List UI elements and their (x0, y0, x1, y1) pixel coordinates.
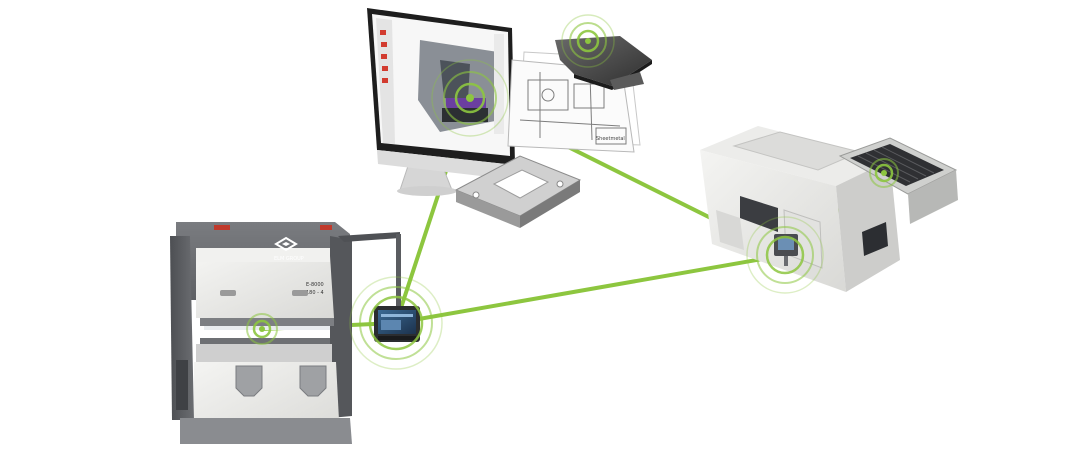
drawing-title-block: Sheetmetal (596, 136, 625, 142)
controller-pole (396, 234, 401, 306)
tray-hole (557, 181, 563, 187)
press-slot (292, 290, 308, 296)
laser-console-screen (778, 238, 794, 250)
press-model-line1: E-8000 (306, 282, 324, 288)
tray-hole (473, 192, 479, 198)
press-side-cabinet (176, 360, 188, 410)
press-brake: ELM GROUP E-8000 180 - 4 (170, 222, 401, 444)
link-controller-to-laser (396, 255, 785, 323)
press-lower-bed (196, 344, 332, 362)
press-support-arm-left (236, 366, 262, 396)
signal-rings-monitor (432, 60, 508, 136)
press-floor-shadow (180, 418, 352, 444)
monitor-base (397, 186, 457, 196)
press-red-accent (320, 225, 332, 230)
press-logo-text: ELM GROUP (274, 256, 304, 262)
press-red-accent (214, 225, 230, 230)
controller-keys (378, 336, 416, 340)
controller-ui-bar (381, 314, 413, 317)
press-support-arm-right (300, 366, 326, 396)
signal-rings-part (562, 15, 614, 67)
desktop-monitor (367, 8, 515, 196)
press-controller (374, 306, 420, 342)
press-light-strip (204, 326, 330, 330)
laser-cutting-machine (700, 126, 958, 292)
controller-ui-graph (381, 320, 401, 330)
press-upper-beam (196, 248, 330, 262)
press-slot (220, 290, 236, 296)
press-model-line2: 180 - 4 (306, 290, 324, 296)
